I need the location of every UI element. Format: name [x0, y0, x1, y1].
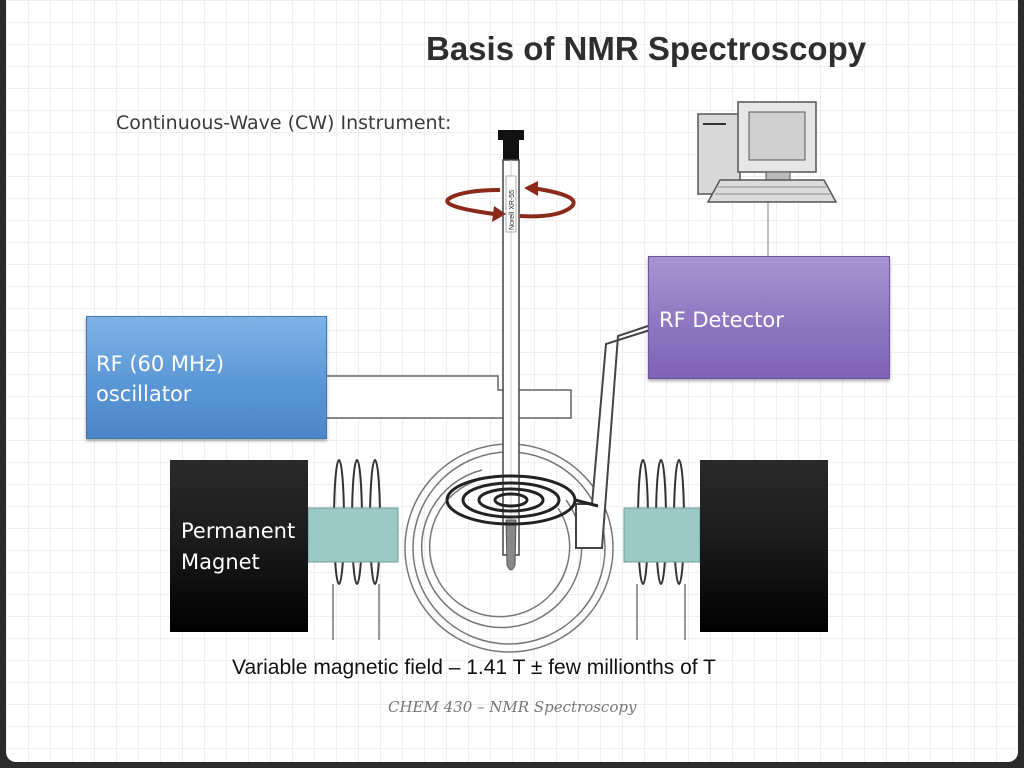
slide-subtitle: Continuous-Wave (CW) Instrument: [116, 112, 452, 134]
magnet-label-line1: Permanent [181, 519, 296, 543]
left-pole-piece [307, 507, 399, 563]
detector-label: RF Detector [659, 308, 784, 332]
tube-label: Norell XR-55 [509, 190, 516, 230]
slide: Norell XR-55 Basi [6, 0, 1018, 762]
nmr-instrument-diagram: Norell XR-55 [307, 101, 838, 653]
magnet-label: Permanent Magnet [181, 516, 295, 578]
detector-cable [575, 325, 651, 549]
right-pole-piece [623, 507, 701, 563]
receiver-coil [445, 474, 599, 526]
oscillator-label-line1: RF (60 MHz) [96, 352, 225, 376]
magnet-label-line2: Magnet [181, 550, 260, 574]
field-caption: Variable magnetic field – 1.41 T ± few m… [232, 656, 716, 679]
rotation-arrows-icon [445, 186, 576, 219]
computer-icon [697, 101, 838, 203]
slide-footer: CHEM 430 – NMR Spectroscopy [388, 698, 637, 716]
sample-tube [498, 130, 524, 571]
slide-title: Basis of NMR Spectroscopy [426, 30, 867, 67]
rf-oscillator-box: RF (60 MHz) oscillator [86, 316, 327, 439]
oscillator-label-line2: oscillator [96, 382, 192, 406]
permanent-magnet-left [170, 460, 308, 632]
permanent-magnet-right [700, 460, 828, 632]
oscillator-feed-line [327, 375, 572, 419]
rf-detector-box: RF Detector [648, 256, 890, 379]
sample-housing [404, 443, 614, 653]
